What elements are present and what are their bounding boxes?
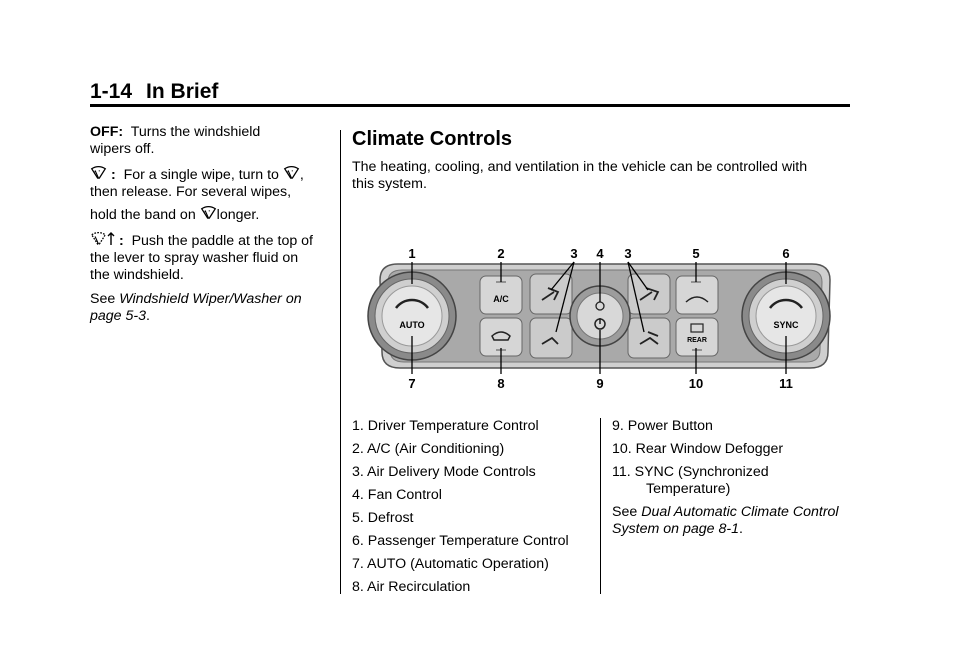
- left-column: OFF: Turns the windshield wipers off. : …: [90, 124, 330, 332]
- section-heading: Climate Controls: [352, 128, 513, 150]
- floor-mode-icon: [541, 336, 559, 345]
- callout-2: 2: [497, 246, 504, 261]
- passenger-temperature-knob[interactable]: SYNC: [741, 271, 831, 361]
- list-item: 2. A/C (Air Conditioning): [352, 441, 505, 457]
- list-item-continued: Temperature): [646, 481, 731, 497]
- off-paragraph: OFF: Turns the windshield wipers off.: [90, 124, 330, 158]
- single-wipe-paragraph: : For a single wipe, turn to , then rele…: [90, 165, 330, 224]
- intro-paragraph: The heating, cooling, and ventilation in…: [352, 159, 852, 193]
- see-paragraph: See Windshield Wiper/Washer on page 5-3.: [90, 291, 330, 325]
- header-rule: [90, 104, 850, 107]
- list-item: 9. Power Button: [612, 418, 713, 434]
- off-label: OFF:: [90, 124, 124, 140]
- mode-button-vent[interactable]: [529, 273, 573, 315]
- several-wipes-text: then release. For several wipes,: [90, 184, 292, 200]
- see-end: .: [738, 521, 743, 537]
- mist-wiper-icon: [200, 205, 217, 221]
- see-ref-2[interactable]: System on page 8-1: [612, 521, 739, 537]
- callout-11: 11: [779, 376, 793, 391]
- list-item: 10. Rear Window Defogger: [612, 441, 784, 457]
- callout-6: 6: [782, 246, 789, 261]
- single-wipe-sep: :: [110, 167, 116, 183]
- bilevel-mode-icon: [639, 331, 659, 345]
- page-number: 1-14: [90, 80, 133, 103]
- callout-9: 9: [596, 376, 603, 391]
- column-divider: [340, 130, 341, 594]
- washer-paragraph: : Push the paddle at the top of the leve…: [90, 231, 330, 284]
- list-item: 7. AUTO (Automatic Operation): [352, 556, 549, 572]
- single-wipe-text: For a single wipe, turn to: [123, 167, 279, 183]
- washer-icon: [90, 231, 107, 247]
- callout-3a: 3: [570, 246, 577, 261]
- callout-5: 5: [692, 246, 699, 261]
- intro-line-2: this system.: [352, 176, 427, 192]
- off-text-2: wipers off.: [90, 141, 155, 157]
- auto-label: AUTO: [399, 320, 424, 330]
- rear-defogger-button[interactable]: REAR: [675, 317, 719, 357]
- list-item: 1. Driver Temperature Control: [352, 418, 539, 434]
- list-item: 11. SYNC (Synchronized: [612, 464, 769, 480]
- washer-text-2: the lever to spray washer fluid on: [90, 250, 299, 266]
- arrow-up-icon: [107, 232, 115, 245]
- see-ref-1[interactable]: Dual Automatic Climate Control: [641, 504, 839, 520]
- mist-wiper-icon: [90, 165, 107, 181]
- section-title: In Brief: [146, 80, 219, 103]
- callout-8: 8: [497, 376, 504, 391]
- hold-text: hold the band on: [90, 207, 196, 223]
- callout-4: 4: [596, 246, 604, 261]
- see-ref-2[interactable]: page 5-3: [90, 308, 147, 324]
- mode-button-floor[interactable]: [529, 317, 573, 359]
- hold-end: longer.: [216, 207, 260, 223]
- washer-sep: :: [118, 233, 124, 249]
- callout-1: 1: [408, 246, 415, 261]
- mode-button-bilevel[interactable]: [627, 317, 671, 359]
- list-item: 5. Defrost: [352, 510, 414, 526]
- defrost-icon: [685, 296, 709, 303]
- climate-control-diagram: 1 2 3 4 3 5 6 7 8 9 10 11 AUTO SYNC A/C: [367, 246, 831, 391]
- mode-button-defrost-floor[interactable]: [627, 273, 671, 315]
- single-wipe-end: ,: [299, 167, 304, 183]
- callout-3b: 3: [624, 246, 631, 261]
- list-item: 6. Passenger Temperature Control: [352, 533, 569, 549]
- callout-7: 7: [408, 376, 415, 391]
- see-end: .: [146, 308, 150, 324]
- sync-label: SYNC: [773, 320, 799, 330]
- see-reference: See Dual Automatic Climate Control Syste…: [612, 504, 862, 538]
- ac-label: A/C: [493, 294, 509, 304]
- defrost-button[interactable]: [675, 275, 719, 315]
- see-ref-1[interactable]: Windshield Wiper/Washer on: [119, 291, 302, 307]
- list-divider: [600, 418, 601, 594]
- mist-wiper-icon: [283, 165, 300, 181]
- off-text: Turns the windshield: [130, 124, 261, 140]
- intro-line-1: The heating, cooling, and ventilation in…: [352, 159, 808, 175]
- list-item: 4. Fan Control: [352, 487, 442, 503]
- defrost-floor-icon: [639, 287, 660, 301]
- list-item: 8. Air Recirculation: [352, 579, 471, 595]
- rear-defog-icon: [690, 323, 704, 333]
- page-header: 1-14 In Brief: [90, 80, 218, 104]
- washer-text-3: the windshield.: [90, 267, 184, 283]
- list-item: 3. Air Delivery Mode Controls: [352, 464, 536, 480]
- see-prefix: See: [612, 504, 638, 520]
- see-prefix: See: [90, 291, 116, 307]
- rear-label: REAR: [687, 337, 707, 344]
- leader-lines: [411, 261, 787, 374]
- callout-10: 10: [689, 376, 703, 391]
- washer-text-1: Push the paddle at the top of: [131, 233, 314, 249]
- recirculation-icon: [491, 331, 511, 341]
